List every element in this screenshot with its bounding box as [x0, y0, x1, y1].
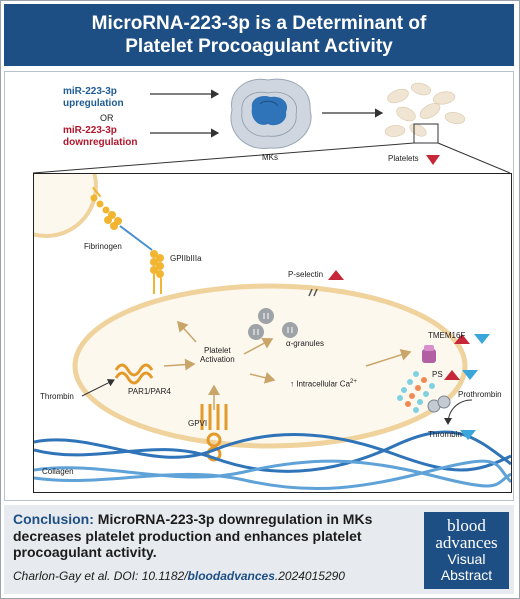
p-selectin-label: P-selectin — [288, 270, 324, 279]
arrow-calcium-to-tmem16f — [365, 349, 412, 367]
tmem16f-up-arrow-icon — [454, 334, 470, 344]
conclusion-text: Conclusion: MicroRNA-223-3p downregulati… — [13, 511, 413, 561]
arrow-thrombin-to-par — [81, 379, 115, 397]
thrombin-down-arrow-icon — [460, 430, 476, 440]
conclusion-footer: Conclusion: MicroRNA-223-3p downregulati… — [4, 505, 514, 594]
gpvi-label: GPVI — [188, 419, 208, 428]
gpiibiiia-receptor-icon — [90, 186, 164, 294]
arrow-prothrombin-to-thrombin — [444, 399, 473, 425]
logo-line-1: blood — [447, 516, 486, 535]
prothrombinase-icon — [427, 395, 451, 413]
zoom-line-right — [437, 142, 511, 174]
arrow-activation-to-granules — [243, 337, 274, 355]
ps-phospholipid-icon — [397, 371, 435, 413]
ps-label: PS — [432, 370, 443, 379]
collagen-label: Collagen — [42, 467, 74, 476]
megakaryocyte-icon — [230, 78, 312, 149]
mechanism-graphics — [34, 174, 511, 491]
ps-up-arrow-icon — [444, 370, 460, 380]
title-banner: MicroRNA-223-3p is a Determinant of Plat… — [4, 4, 514, 66]
prothrombin-label: Prothrombin — [458, 390, 502, 399]
blood-advances-logo: blood advances Visual Abstract — [424, 512, 509, 589]
logo-line-2: advances — [435, 533, 498, 552]
adjacent-platelet — [34, 174, 98, 238]
tmem16f-down-arrow-icon — [474, 334, 490, 344]
p-selectin-up-arrow-icon — [328, 270, 344, 280]
platelet-activation-line-1: Platelet — [204, 346, 231, 355]
thrombin-left-label: Thrombin — [40, 392, 74, 401]
mks-label: MKs — [262, 153, 278, 162]
platelet-activation-line-2: Activation — [200, 355, 235, 364]
tmem16f-channel-icon — [422, 345, 436, 363]
arrow-activation-to-gpiibiiia — [176, 320, 197, 343]
mechanism-panel: Fibrinogen GPIIbIIIa P-selectin α-granul… — [33, 173, 512, 493]
gpiibiiia-label: GPIIbIIIa — [170, 254, 202, 263]
conclusion-body: MicroRNA-223-3p downregulation in MKs de… — [13, 511, 373, 560]
platelets-down-arrow-icon — [426, 155, 440, 165]
arrow-activation-to-calcium — [249, 371, 276, 384]
logo-line-3: Visual — [447, 551, 486, 567]
conclusion-key: Conclusion: — [13, 511, 94, 527]
calcium-text: ↑ Intracellular Ca — [290, 379, 351, 389]
upregulation-label: miR-223-3p upregulation — [63, 86, 124, 109]
citation-prefix: Charlon-Gay et al. DOI: 10.1182/ — [13, 569, 188, 583]
zoom-box — [413, 123, 439, 144]
downregulation-label: miR-223-3p downregulation — [63, 125, 138, 148]
calcium-superscript: 2+ — [350, 379, 357, 385]
logo-line-4: Abstract — [440, 567, 493, 583]
activated-platelet-cell — [72, 283, 468, 449]
illustration-panel — [4, 71, 514, 501]
zoom-line-left — [32, 142, 415, 174]
gpvi-receptor-icon — [200, 404, 228, 462]
title-line-1: MicroRNA-223-3p is a Determinant of — [91, 13, 427, 34]
platelets-label: Platelets — [388, 154, 419, 163]
par-label: PAR1/PAR4 — [128, 387, 171, 396]
citation: Charlon-Gay et al. DOI: 10.1182/bloodadv… — [13, 569, 345, 583]
alpha-granules-label: α-granules — [286, 339, 324, 348]
fibrinogen-label: Fibrinogen — [84, 242, 122, 251]
citation-suffix: .2024015290 — [274, 569, 345, 583]
intracellular-calcium-label: ↑ Intracellular Ca2+ — [290, 379, 357, 389]
citation-journal: bloodadvances — [187, 569, 275, 583]
platelets-cluster-icon — [384, 82, 466, 137]
platelet-activation-label: Platelet Activation — [200, 346, 235, 364]
alpha-granules-icon — [248, 308, 298, 340]
tmem16f-label: TMEM16F — [428, 331, 466, 340]
par-receptor-icon — [114, 363, 154, 385]
title-line-2: Platelet Procoagulant Activity — [125, 36, 393, 57]
thrombin-right-label: Thrombin — [428, 430, 462, 439]
collagen-fibers — [34, 430, 511, 491]
fibrinogen-icon — [104, 211, 164, 262]
p-selectin-icon — [308, 288, 318, 297]
arrow-par-to-activation — [163, 358, 196, 371]
ps-down-arrow-icon — [462, 370, 478, 380]
or-label: OR — [100, 113, 114, 123]
